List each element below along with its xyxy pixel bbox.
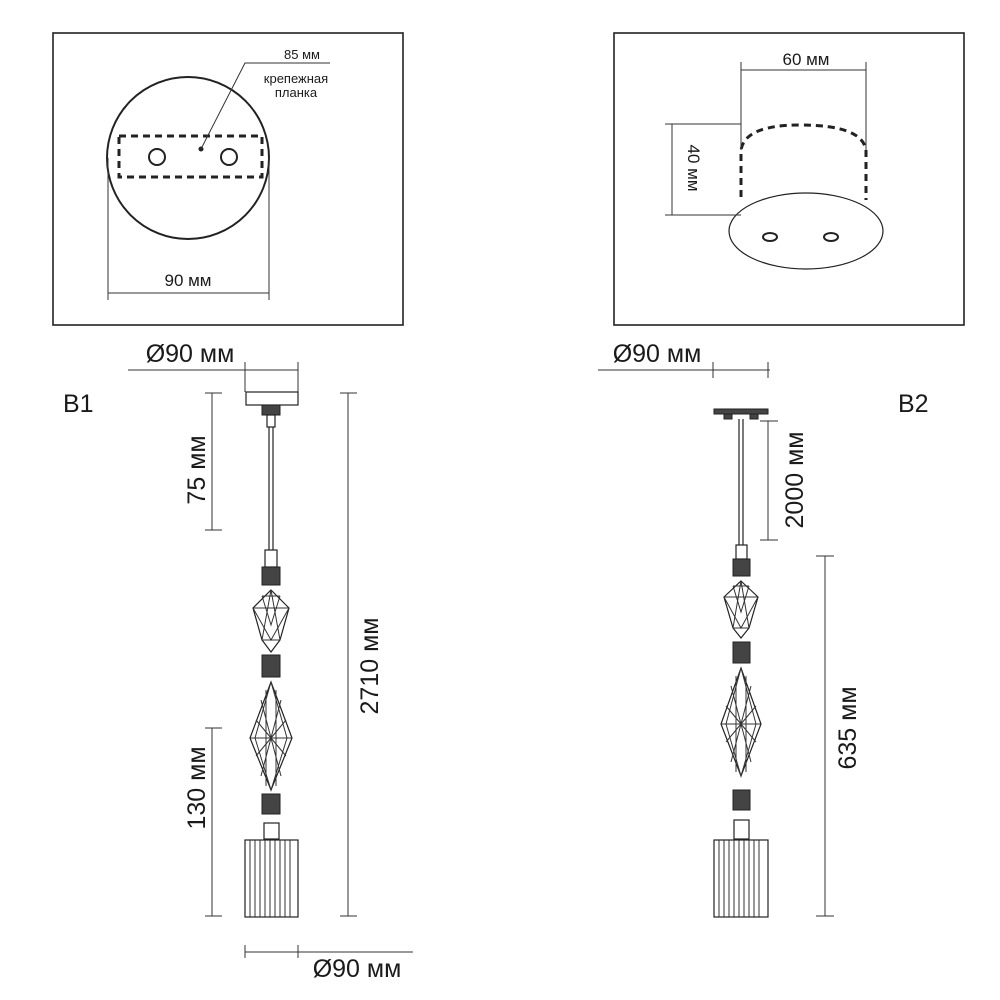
b2-plate-clip-left bbox=[723, 413, 733, 420]
b1-canopy-offset-label: 75 мм bbox=[183, 435, 211, 504]
b1-top-connector bbox=[264, 549, 278, 568]
b2-cable-length-label: 2000 мм bbox=[781, 432, 809, 529]
b1-ring-1 bbox=[261, 566, 281, 586]
b1-upper-crystal bbox=[252, 589, 290, 653]
plate-width-label: 85 мм bbox=[284, 47, 320, 62]
lamp-b2: B2 Ø90 мм bbox=[598, 340, 929, 918]
mounting-box-outline bbox=[739, 123, 868, 200]
mounting-plate-outline bbox=[117, 134, 264, 179]
plate-name-line1: крепежная bbox=[264, 71, 328, 86]
b1-canopy-diameter-label: Ø90 мм bbox=[146, 340, 235, 368]
b1-shade-connector bbox=[263, 822, 280, 840]
disc-hole-right bbox=[823, 232, 839, 242]
mounting-hole-left bbox=[148, 148, 166, 166]
b2-body-height-label: 635 мм bbox=[834, 686, 862, 769]
b1-lower-lattice bbox=[249, 680, 293, 792]
b1-shade-diameter-label: Ø90 мм bbox=[313, 955, 402, 983]
b1-canopy bbox=[245, 391, 299, 406]
b1-total-height-label: 2710 мм bbox=[356, 618, 384, 715]
mounting-hole-right bbox=[220, 148, 238, 166]
canopy-width-label: 90 мм bbox=[164, 271, 211, 290]
height-label: 40 мм bbox=[684, 144, 703, 191]
canopy-disc bbox=[728, 192, 884, 270]
b1-shade bbox=[244, 839, 299, 918]
b1-cable-grip bbox=[266, 414, 276, 428]
b2-lower-lattice bbox=[720, 666, 762, 778]
b2-ring-2 bbox=[732, 641, 751, 664]
canopy-3d-view-panel: 60 мм 40 мм bbox=[613, 32, 965, 326]
plate-name-line2: планка bbox=[275, 85, 318, 100]
plate-leader-line bbox=[200, 62, 330, 150]
canopy-circle bbox=[106, 76, 270, 240]
b2-canopy-diameter-label: Ø90 мм bbox=[613, 340, 702, 368]
b2-ring-1 bbox=[732, 558, 751, 577]
width-label: 60 мм bbox=[782, 50, 829, 69]
b1-variant-label: B1 bbox=[63, 390, 94, 418]
b2-shade bbox=[713, 839, 769, 918]
b1-shade-height-label: 130 мм bbox=[183, 746, 211, 829]
b2-variant-label: B2 bbox=[898, 390, 929, 418]
b2-shade-connector bbox=[733, 819, 750, 840]
b2-top-connector bbox=[735, 544, 748, 560]
b2-ring-3 bbox=[732, 789, 751, 811]
b2-upper-crystal bbox=[723, 580, 759, 639]
disc-hole-left bbox=[762, 232, 778, 242]
panel-frame-right bbox=[613, 32, 965, 326]
canopy-top-view-panel: 85 мм крепежная планка 90 мм bbox=[52, 32, 404, 326]
b1-ring-2 bbox=[261, 654, 281, 678]
b1-canopy-collar bbox=[261, 404, 281, 416]
b1-ring-3 bbox=[261, 793, 281, 815]
b2-canopy-plate bbox=[713, 408, 769, 415]
lamp-b1: B1 Ø90 мм bbox=[63, 340, 413, 983]
panel-frame-left bbox=[52, 32, 404, 326]
b2-plate-clip-right bbox=[749, 413, 759, 420]
